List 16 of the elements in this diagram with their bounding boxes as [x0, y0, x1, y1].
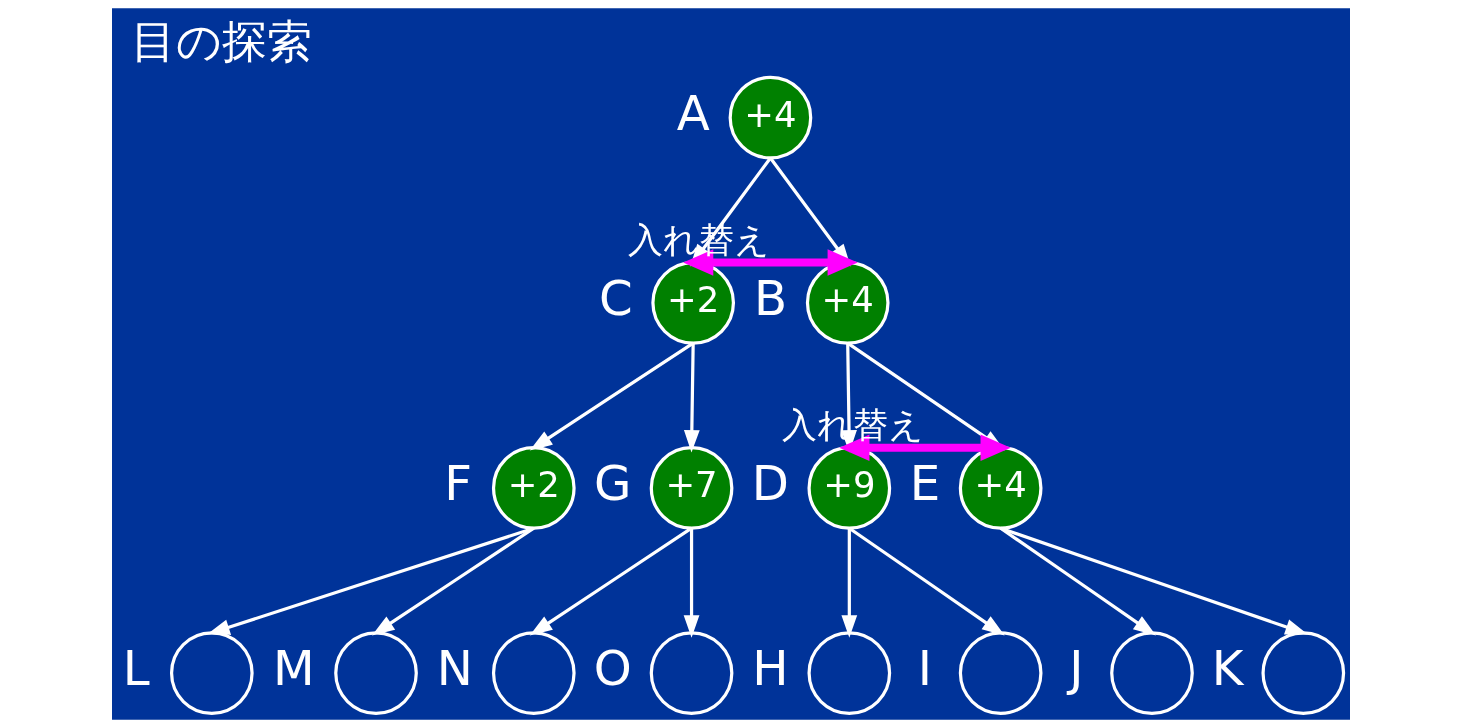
node-label: F: [443, 455, 472, 512]
node-label: N: [436, 640, 473, 697]
node-label: L: [122, 640, 150, 697]
node-label: O: [593, 640, 632, 697]
node-label: I: [917, 640, 932, 697]
node-label: H: [751, 640, 789, 697]
node-label: K: [1211, 640, 1243, 697]
node-label: M: [272, 640, 315, 697]
node-label: D: [751, 455, 789, 512]
node-label: E: [909, 455, 940, 512]
node-label: G: [593, 455, 631, 512]
node-label: C: [598, 269, 633, 326]
node-label: A: [676, 84, 710, 141]
node-label: J: [1068, 640, 1083, 697]
diagram-title: 目の探索: [130, 15, 312, 69]
node-label: B: [753, 269, 787, 326]
